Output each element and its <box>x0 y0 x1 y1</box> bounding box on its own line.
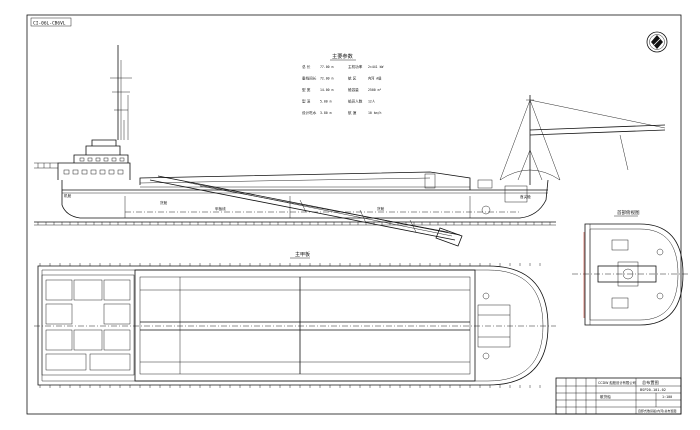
param-right-value: 2500 m³ <box>368 88 382 92</box>
profile-hold-a-label: 货舱 <box>160 200 168 205</box>
param-right-value: 2×441 kW <box>368 65 383 69</box>
side-profile: 机舱 货舱 甲板线 货舱 首尖舱 <box>34 45 666 247</box>
profile-mid-label: 甲板线 <box>215 206 226 211</box>
title-footer: 自卸式散货船(内河)总布置图 <box>638 408 676 413</box>
bow-view-label: 首部俯视图 <box>617 209 640 216</box>
param-right-label: 航 速 <box>348 110 357 115</box>
title-company: CCDW 船舶设计有限公司 <box>598 380 636 385</box>
profile-fore-label: 首尖舱 <box>520 194 531 199</box>
param-left-label: 总 长 <box>302 64 311 69</box>
param-right-label: 主机功率 <box>348 64 363 69</box>
title-drawing-no: BSP20-101-02 <box>640 388 666 392</box>
param-left-label: 设计吃水 <box>302 110 317 115</box>
sheet-border <box>26 14 682 415</box>
main-params-table: 主要参数 <box>330 52 356 61</box>
title-block: CCDW 船舶设计有限公司 总布置图 BSP20-101-02 散货船 1:10… <box>555 377 682 415</box>
param-right-label: 航 区 <box>348 76 357 81</box>
profile-aft-room-label: 机舱 <box>64 193 72 198</box>
sheet-code: CI-06L-CB6VL <box>33 21 66 27</box>
title-drawing-name: 总布置图 <box>642 379 659 386</box>
plan-label: 主甲板 <box>295 251 310 258</box>
main-params-title: 主要参数 <box>332 52 354 60</box>
compass-rose-icon <box>646 31 668 53</box>
param-left-value: 14.00 m <box>320 88 334 92</box>
title-scale: 1:100 <box>662 395 672 399</box>
param-left-value: 77.00 m <box>320 65 334 69</box>
param-right-value: 12人 <box>368 100 376 104</box>
param-left-label: 垂线间长 <box>302 76 317 81</box>
bow-plan-view: 首部俯视图 <box>572 209 690 326</box>
param-right-label: 船员人数 <box>348 99 363 104</box>
param-left-label: 型 深 <box>302 99 311 104</box>
deck-plan-view: 主甲板 <box>34 251 556 388</box>
param-left-label: 型 宽 <box>302 87 311 92</box>
param-left-value: 72.00 m <box>320 77 334 81</box>
param-right-label: 舱容量 <box>348 87 359 92</box>
profile-hold-b-label: 货舱 <box>377 206 385 211</box>
title-project: 散货船 <box>600 394 611 399</box>
param-right-value: 内河 A级 <box>368 76 382 81</box>
param-left-value: 5.00 m <box>320 100 332 104</box>
sheet-code-box <box>30 17 72 27</box>
param-right-value: 10 km/h <box>368 111 382 115</box>
param-left-value: 3.80 m <box>320 111 332 115</box>
